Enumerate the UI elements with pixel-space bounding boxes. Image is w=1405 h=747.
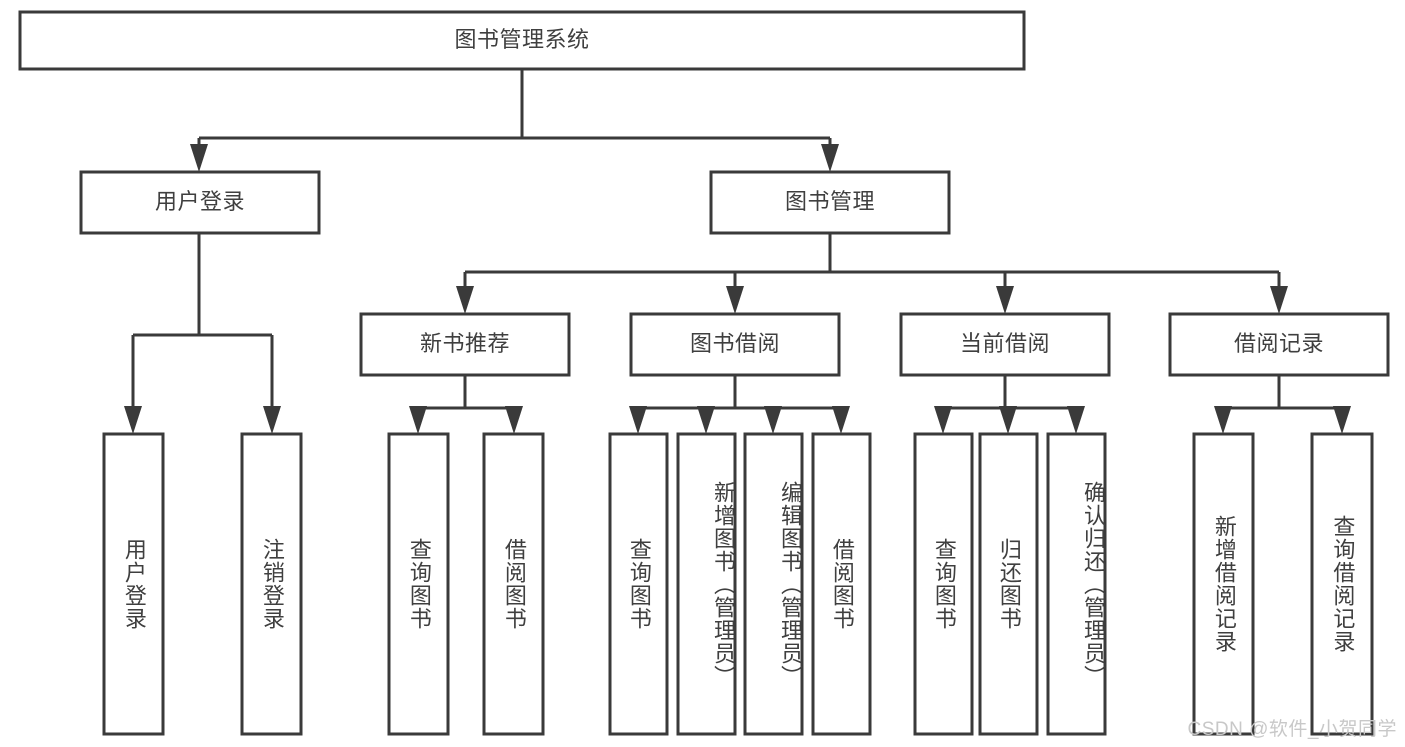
node-box-leaf-add-book[interactable] [676,432,737,736]
arrowhead-leaf-user-login [124,406,142,434]
arrowhead-book-borrow [726,286,744,314]
node-box-book-borrow[interactable] [629,312,841,377]
arrowhead-leaf-query-book-3 [934,406,952,434]
node-box-leaf-query-book-3[interactable] [913,432,974,736]
node-box-new-book-rec[interactable] [359,312,571,377]
arrowhead-leaf-borrow-book-2 [832,406,850,434]
arrowhead-leaf-return-book [999,406,1017,434]
node-box-leaf-query-book-1[interactable] [387,432,450,736]
arrowhead-borrow-record [1270,286,1288,314]
node-box-current-borrow[interactable] [899,312,1111,377]
arrowhead-leaf-query-book-1 [409,406,427,434]
node-boxes [18,10,1390,736]
node-box-leaf-confirm-return[interactable] [1046,432,1107,736]
node-box-book-manage[interactable] [709,170,951,235]
node-box-leaf-add-record[interactable] [1192,432,1255,736]
arrowhead-current-borrow [996,286,1014,314]
node-box-leaf-edit-book[interactable] [743,432,804,736]
arrowhead-leaf-add-book [697,406,715,434]
connectors [124,69,1351,434]
arrowhead-leaf-edit-book [764,406,782,434]
node-box-leaf-return-book[interactable] [978,432,1039,736]
node-box-leaf-borrow-book-2[interactable] [811,432,872,736]
node-box-leaf-user-login[interactable] [102,432,165,736]
arrowhead-book-manage [821,144,839,172]
node-box-leaf-logout[interactable] [240,432,303,736]
arrowhead-leaf-query-book-2 [629,406,647,434]
arrowhead-leaf-borrow-book-1 [505,406,523,434]
node-box-leaf-query-record[interactable] [1310,432,1374,736]
node-box-borrow-record[interactable] [1168,312,1390,377]
node-box-root[interactable] [18,10,1026,71]
node-box-leaf-query-book-2[interactable] [608,432,669,736]
node-box-user-login[interactable] [79,170,321,235]
csdn-watermark: CSDN @软件_小贺同学 [1187,719,1397,740]
node-box-leaf-borrow-book-1[interactable] [482,432,545,736]
arrowhead-new-book-rec [456,286,474,314]
arrowhead-user-login [190,144,208,172]
arrowhead-leaf-confirm-return [1067,406,1085,434]
arrowhead-leaf-query-record [1333,406,1351,434]
arrowhead-leaf-logout [263,406,281,434]
arrowhead-leaf-add-record [1214,406,1232,434]
